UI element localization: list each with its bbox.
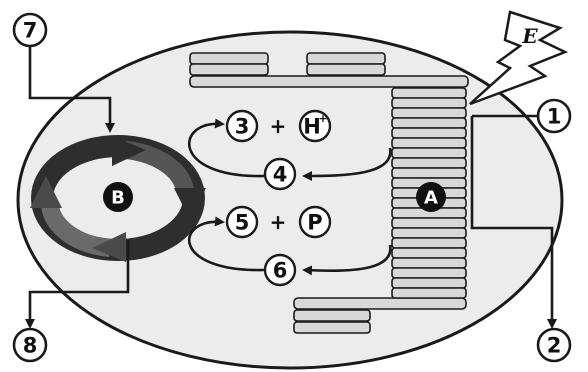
svg-text:1: 1: [547, 105, 562, 129]
thylakoid-disc: [391, 217, 467, 229]
molecule-6: 6: [263, 253, 297, 287]
thylakoid-disc: [391, 97, 467, 109]
svg-text:5: 5: [235, 211, 250, 235]
svg-text:H: H: [303, 115, 321, 139]
label-1: 1: [536, 98, 572, 134]
pathway-arrows: [25, 46, 557, 329]
svg-text:2: 2: [547, 334, 562, 358]
label-8: 8: [12, 327, 48, 363]
thylakoid-disc: [391, 227, 467, 239]
thylakoid-disc: [391, 277, 467, 289]
thylakoid-disc: [391, 257, 467, 269]
lightning-bolt-icon: E: [469, 10, 569, 106]
cycle-arrowhead-left: [30, 176, 62, 208]
svg-text:3: 3: [235, 115, 250, 139]
thylakoid-disc: [391, 237, 467, 249]
cycle-arrowhead-right: [174, 188, 206, 220]
svg-text:7: 7: [23, 19, 38, 43]
molecule-4: 4: [263, 157, 297, 191]
plus-sign-upper: +: [270, 114, 287, 138]
energy-label: E: [521, 24, 538, 48]
molecule-p: P: [298, 205, 332, 239]
thylakoid-disc: [391, 137, 467, 149]
thylakoid-disc: [391, 127, 467, 139]
thylakoid-disc: [391, 157, 467, 169]
svg-text:+: +: [318, 112, 327, 125]
thylakoid-top-stacks: [189, 52, 469, 88]
cycle-arrowhead-bottom: [92, 232, 126, 262]
thylakoid-disc: [391, 107, 467, 119]
svg-text:P: P: [307, 211, 322, 235]
cycle-arrowhead-top: [112, 136, 146, 166]
label-2: 2: [536, 327, 572, 363]
thylakoid-disc: [391, 247, 467, 259]
granum-label-a: A: [416, 182, 446, 212]
exchange-loops: [187, 118, 392, 276]
molecule-3: 3: [225, 109, 259, 143]
calvin-cycle-label: B: [111, 188, 125, 209]
thylakoid-disc: [391, 147, 467, 159]
calvin-cycle: B: [30, 135, 206, 262]
label-7: 7: [12, 12, 48, 48]
thylakoid-disc: [391, 287, 467, 299]
thylakoid-disc: [391, 117, 467, 129]
svg-text:8: 8: [23, 334, 38, 358]
plus-sign-lower: +: [270, 210, 287, 234]
svg-text:6: 6: [273, 259, 288, 283]
svg-text:A: A: [424, 188, 438, 209]
thylakoid-disc: [391, 267, 467, 279]
svg-text:4: 4: [273, 163, 288, 187]
thylakoid-bottom-stacks: [293, 297, 467, 334]
molecule-h-plus: H +: [298, 109, 332, 143]
thylakoid-disc: [391, 167, 467, 179]
thylakoid-disc: [391, 87, 467, 99]
molecule-5: 5: [225, 205, 259, 239]
